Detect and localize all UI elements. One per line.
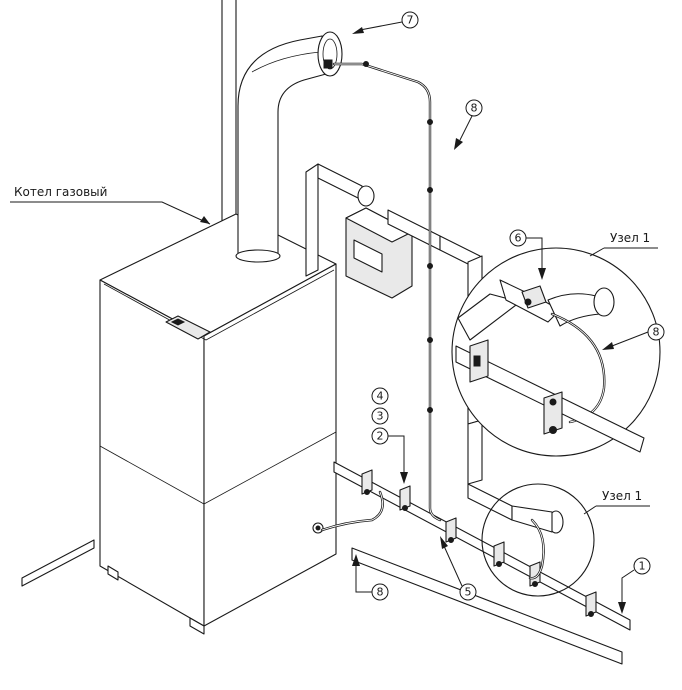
floor-plinth-right [351,547,623,665]
wire-clip-5 [427,337,433,343]
wire-clip-4 [427,263,433,269]
flue-pipe-base [235,249,281,263]
boiler-foot-right [189,617,205,635]
boiler-label: Котел газовый [14,185,107,199]
svg-text:1: 1 [639,560,646,573]
bus-clamp-1 [361,469,373,495]
boiler-side [203,263,337,627]
pipe-segment-upper [317,163,363,201]
wire-clip-2 [427,119,433,125]
callout-7: 7 [352,11,419,34]
gas-pipe [305,163,564,534]
flue-bend-seam [251,51,321,73]
detail-view-top [451,247,661,457]
gas-meter-display [353,239,383,273]
callout-1: 1 [618,557,651,614]
svg-text:5: 5 [465,586,472,599]
svg-text:7: 7 [407,14,414,27]
detail-circle-bottom [481,483,595,597]
boiler-leader [10,201,211,225]
room [21,0,623,665]
bus-clamp-2 [399,485,411,511]
flue-outlet-inner [322,38,338,70]
svg-text:4: 4 [377,390,384,403]
svg-text:8: 8 [653,326,660,339]
wire-clip-1 [363,61,369,67]
callout-5: 5 [440,536,477,601]
callout-8-detail: 8 [602,323,665,350]
bus-clamp-5 [529,561,541,587]
bus-clamp-4 [493,541,505,567]
ground-terminal-bolt [315,525,321,531]
callout-8-top: 8 [454,99,483,150]
svg-text:6: 6 [515,232,522,245]
floor-plinth-left [21,539,95,587]
pipe-to-boiler-low [467,483,513,521]
callout-2: 2 [371,427,408,484]
callout-8-bottom: 8 [352,554,389,601]
panel-display [170,318,186,326]
detail-view-bottom [481,483,595,597]
gas-boiler [99,213,337,635]
pipe-down-run-lower [467,419,483,485]
detail-bus-clamp-right [543,391,563,435]
boiler-foot-left [107,565,119,581]
wire-clip-6 [427,407,433,413]
bus-clamp-6 [585,591,597,617]
flue-pipe [235,31,343,263]
boiler-door-split [99,445,205,505]
ground-wires [320,61,545,580]
node-label-top: Узел 1 [610,231,650,245]
callout-4: 4 [371,387,389,405]
pipe-riser [305,163,319,277]
flue-clamp [323,59,333,69]
svg-text:8: 8 [471,102,478,115]
wire-clip-3 [427,187,433,193]
svg-text:2: 2 [377,430,384,443]
annotations: Котел газовый Узел 1 Узел 1 7 8 6 [10,11,665,614]
svg-text:3: 3 [377,410,384,423]
boiler-top-edge [103,269,335,341]
bus-clamp-3 [445,517,457,543]
callout-3: 3 [371,407,389,425]
node-label-bottom: Узел 1 [602,489,642,503]
callout-6: 6 [509,229,546,280]
pipe-elbow [357,185,375,207]
svg-text:8: 8 [377,586,384,599]
boiler-side-split [203,431,337,505]
detail-pipe-cap [593,287,615,317]
